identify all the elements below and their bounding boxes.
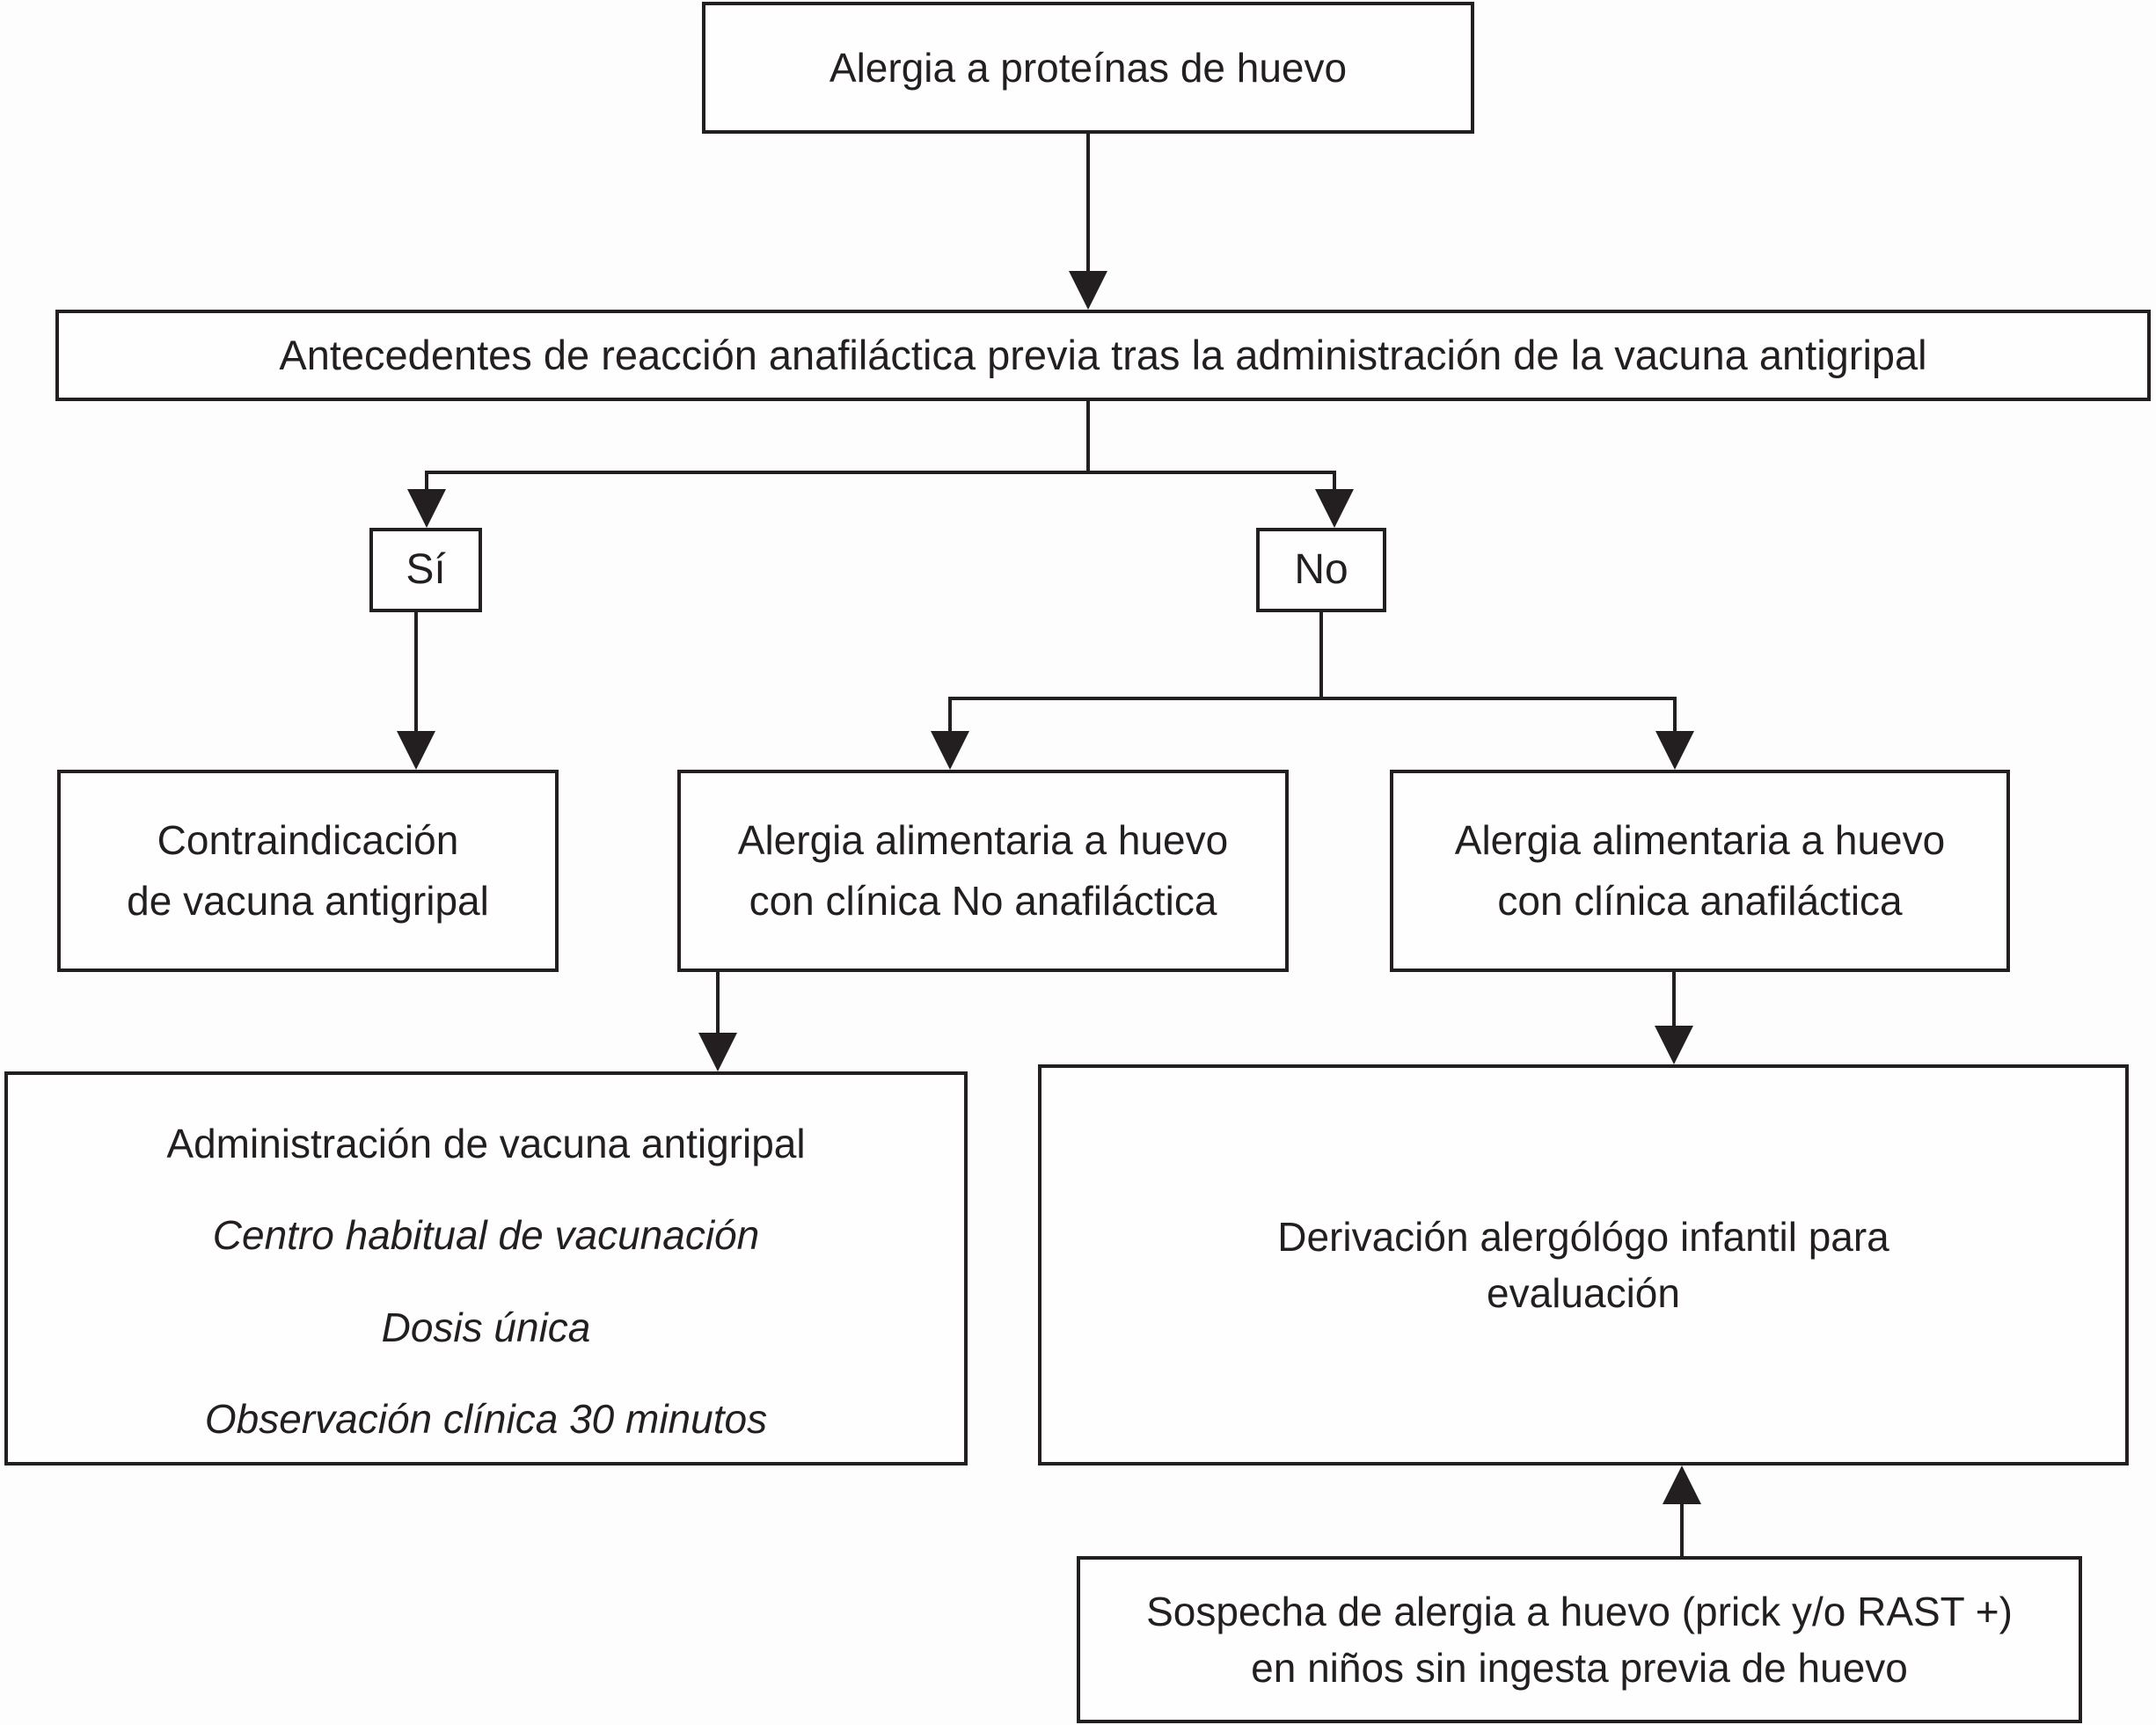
node-no: No <box>1256 528 1386 612</box>
edge-yes-to-contraindication-line <box>414 612 418 732</box>
edge-to-non-anaphylactic-line <box>948 698 952 732</box>
node-yes: Sí <box>369 528 482 612</box>
edge-history-branch-line <box>425 471 1336 474</box>
node-non-anaphylactic-line1: Alergia alimentaria a huevo <box>737 817 1229 863</box>
node-allergist-referral: Derivación alergólógo infantil para eval… <box>1038 1064 2129 1466</box>
node-non-anaphylactic-line2: con clínica No anafiláctica <box>749 878 1217 924</box>
edge-to-yes-line <box>425 472 428 490</box>
arrow-down-icon <box>931 731 969 770</box>
node-anaphylactic-line1: Alergia alimentaria a huevo <box>1454 817 1946 863</box>
arrow-up-icon <box>1663 1466 1701 1504</box>
node-referral-line2: evaluación <box>1487 1270 1680 1316</box>
edge-history-stem-line <box>1086 401 1090 472</box>
node-referral-line1: Derivación alergólógo infantil para <box>1277 1213 1889 1260</box>
node-contraindication-line2: de vacuna antigripal <box>127 878 489 924</box>
node-administration-center: Centro habitual de vacunación <box>212 1212 760 1259</box>
node-vaccine-administration: Administración de vacuna antigripal Cent… <box>4 1071 968 1466</box>
node-egg-allergy-suspicion: Sospecha de alergia a huevo (prick y/o R… <box>1077 1556 2082 1723</box>
arrow-down-icon <box>1069 271 1107 310</box>
edge-egg-to-history-line <box>1086 134 1090 273</box>
arrow-down-icon <box>1655 1026 1693 1064</box>
arrow-down-icon <box>397 731 435 770</box>
edge-to-administration-line <box>716 972 720 1034</box>
node-suspicion-line2: en niños sin ingesta previa de huevo <box>1251 1645 1908 1691</box>
node-egg-allergy: Alergia a proteínas de huevo <box>702 2 1474 134</box>
edge-to-anaphylactic-line <box>1673 698 1677 732</box>
node-anaphylaxis-history: Antecedentes de reacción anafiláctica pr… <box>55 310 2151 401</box>
arrow-down-icon <box>1655 731 1694 770</box>
node-administration-observation: Observación clínica 30 minutos <box>204 1395 768 1442</box>
edge-to-referral-line <box>1672 972 1676 1027</box>
node-contraindication: Contraindicación de vacuna antigripal <box>57 770 559 972</box>
arrow-down-icon <box>1315 489 1354 528</box>
node-no-label: No <box>1294 546 1348 593</box>
edge-suspicion-to-referral-line <box>1680 1502 1684 1556</box>
node-anaphylaxis-history-label: Antecedentes de reacción anafiláctica pr… <box>279 331 1927 378</box>
arrow-down-icon <box>698 1033 737 1071</box>
edge-no-stem-line <box>1319 612 1323 700</box>
arrow-down-icon <box>407 489 446 528</box>
edge-to-no-line <box>1333 472 1336 490</box>
node-suspicion-line1: Sospecha de alergia a huevo (prick y/o R… <box>1146 1588 2013 1634</box>
node-administration-title: Administración de vacuna antigripal <box>166 1121 806 1166</box>
node-egg-allergy-anaphylactic: Alergia alimentaria a huevo con clínica … <box>1390 770 2010 972</box>
node-egg-allergy-non-anaphylactic: Alergia alimentaria a huevo con clínica … <box>677 770 1289 972</box>
node-anaphylactic-line2: con clínica anafiláctica <box>1497 878 1903 924</box>
node-yes-label: Sí <box>406 546 446 593</box>
node-contraindication-line1: Contraindicación <box>157 817 459 863</box>
node-egg-allergy-label: Alergia a proteínas de huevo <box>829 44 1348 91</box>
edge-no-branch-line <box>948 697 1677 700</box>
node-administration-dose: Dosis única <box>381 1304 591 1350</box>
